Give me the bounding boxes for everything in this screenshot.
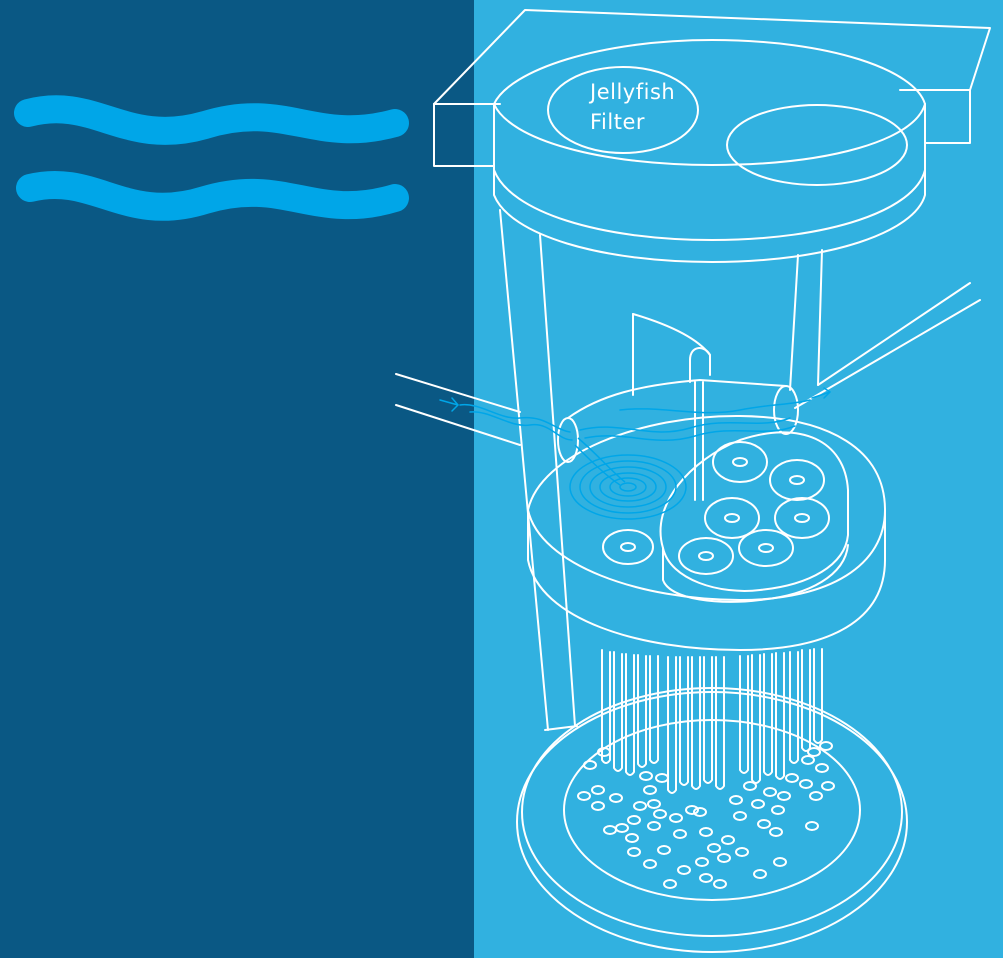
sediment-particles [578,742,834,888]
cartridge-cap [725,514,739,522]
water-waves-icon [28,109,395,207]
inlet-pipe-upper [396,374,520,412]
vault-wall-left-outer [500,210,548,730]
cartridge-cap [795,514,809,522]
cartridge-cap [621,543,635,551]
lid-hatch-right [727,105,907,185]
cartridge-cap [775,498,829,538]
lid-label-line2: Filter [590,110,645,134]
vault-wall-left-inner [540,235,575,726]
lid-cylinder-top [494,40,925,104]
inlet-pipe-lower [396,405,520,445]
chamber-wall-top [661,432,848,591]
flow-swirl [570,438,686,519]
cartridge-cap [713,442,767,482]
lid-cylinder-body [494,104,925,262]
cartridge-cap [733,458,747,466]
lid-plate-right [925,90,970,143]
maintenance-channel [568,380,786,418]
cartridge-cap [603,530,653,564]
lid-cylinder-rim [494,104,925,165]
cartridge-cap [770,460,824,500]
weir-side [690,348,710,382]
cartridge-cap [790,476,804,484]
cartridge-cap [679,538,733,574]
outlet-pipe-upper [818,283,970,385]
deck-body [528,510,885,650]
filter-line-art [396,10,990,952]
cartridge-cap [699,552,713,560]
lid-label-line1: Jellyfish [588,80,675,104]
cartridge-cap [759,544,773,552]
vault-wall-right-inner [790,255,798,390]
outlet-pipe-lower [795,300,980,408]
vault-wall-right [818,250,822,385]
weir-top [633,314,710,375]
lid-plate-front [434,104,493,166]
cartridge-cap [739,530,793,566]
